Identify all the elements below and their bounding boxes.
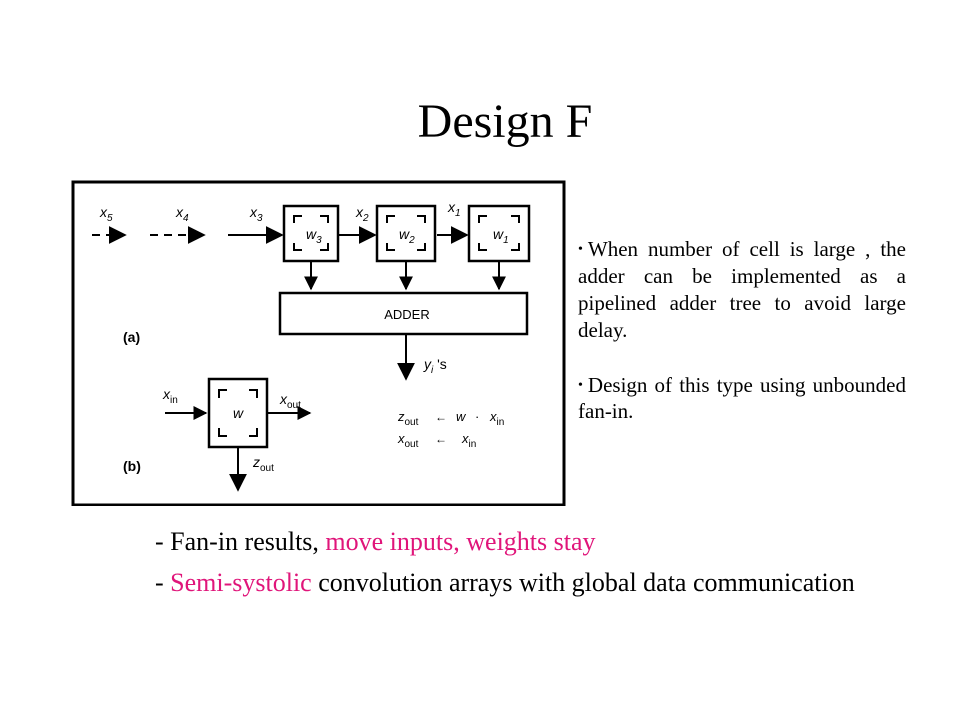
- label-b: (b): [123, 458, 141, 474]
- summary-line-semi-systolic: - Semi-systolic convolution arrays with …: [155, 565, 875, 602]
- equation-z-out: zout ← w · xin: [397, 409, 504, 428]
- summary-line-1-highlight: move inputs, weights stay: [325, 527, 596, 556]
- note-fan-in: •Design of this type using unbounded fan…: [578, 372, 906, 426]
- svg-text:zout: zout: [397, 409, 419, 428]
- summary-lines: - Fan-in results, move inputs, weights s…: [155, 524, 875, 602]
- svg-text:←: ←: [435, 432, 447, 446]
- output-label: yi 's: [423, 356, 447, 376]
- x3-label: x3: [249, 204, 263, 224]
- x2-label: x2: [355, 204, 369, 224]
- label-a: (a): [123, 329, 140, 345]
- svg-text:w3: w3: [306, 226, 322, 246]
- equation-x-out: xout ← xin: [397, 431, 476, 450]
- weight-cell-3: w3: [282, 204, 340, 263]
- weight-cell-1: w1: [467, 204, 531, 263]
- side-notes: •When number of cell is large , the adde…: [578, 236, 906, 425]
- svg-text:·: ·: [475, 409, 479, 424]
- note-fan-in-text: Design of this type using unbounded fan-…: [578, 372, 906, 424]
- x1-label: x1: [447, 199, 461, 219]
- design-f-figure: x5 x4 x3 x2 x1 w3 w2 w1 ADDER: [70, 179, 566, 506]
- stray-dot: .: [71, 340, 75, 356]
- note-adder-tree-text: When number of cell is large , the adder…: [578, 237, 906, 342]
- x5-label: x5: [99, 204, 113, 224]
- bullet-glyph: •: [578, 377, 583, 393]
- svg-text:w2: w2: [399, 226, 415, 246]
- svg-text:w: w: [233, 405, 244, 421]
- svg-text:w1: w1: [493, 226, 509, 246]
- figure-frame: [71, 180, 566, 506]
- bullet-glyph: •: [578, 242, 583, 257]
- summary-line-2-prefix: -: [155, 567, 171, 597]
- x4-label: x4: [175, 204, 189, 224]
- summary-line-1-prefix: - Fan-in results,: [155, 527, 326, 556]
- summary-line-2-suffix: convolution arrays with global data comm…: [311, 567, 855, 597]
- summary-line-2-highlight: Semi-systolic: [170, 567, 312, 597]
- weight-cell-2: w2: [375, 204, 437, 263]
- generic-cell: w: [207, 377, 269, 449]
- adder-label: ADDER: [384, 307, 430, 322]
- z-out-label: zout: [252, 454, 274, 474]
- x-out-label: xout: [279, 391, 301, 411]
- svg-text:w: w: [456, 409, 467, 424]
- cell-to-adder-arrows: [304, 261, 506, 291]
- svg-text:xout: xout: [397, 431, 419, 450]
- adder-box: [278, 291, 529, 336]
- summary-line-fan-in: - Fan-in results, move inputs, weights s…: [155, 524, 875, 561]
- svg-text:xin: xin: [461, 431, 476, 450]
- slide-title: Design F: [417, 95, 593, 148]
- note-adder-tree: •When number of cell is large , the adde…: [578, 236, 906, 344]
- x-in-label: xin: [162, 386, 178, 406]
- svg-text:←: ←: [435, 410, 447, 424]
- svg-text:xin: xin: [489, 409, 504, 428]
